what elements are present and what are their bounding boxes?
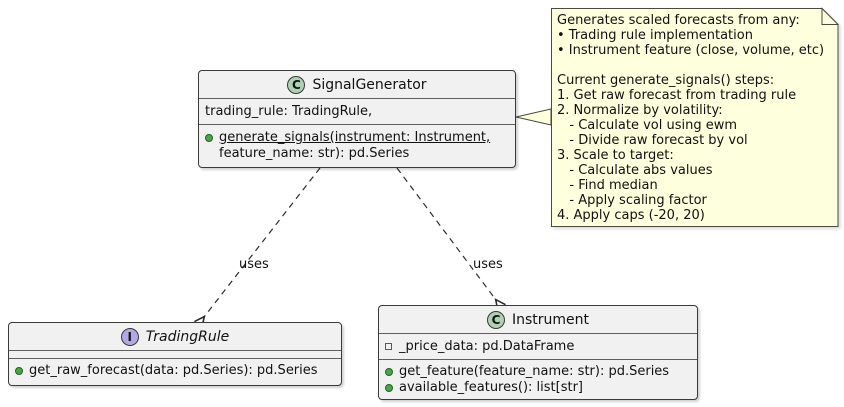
dependency-arrow-to-tradingrule xyxy=(194,167,321,328)
class-signalgenerator-header: C SignalGenerator xyxy=(199,71,515,99)
interface-stereotype-icon: I xyxy=(120,327,139,346)
public-method-icon xyxy=(385,364,399,380)
note-text: Generates scaled forecasts from any: • T… xyxy=(557,13,833,223)
private-field-icon xyxy=(385,339,399,355)
note-line: 2. Normalize by volatility: xyxy=(557,103,723,118)
note-line: - Apply scaling factor xyxy=(557,193,707,208)
note-line: - Calculate abs values xyxy=(557,163,713,178)
method-available-features-text: available_features(): list[str] xyxy=(399,380,583,395)
class-signalgenerator-attributes: trading_rule: TradingRule, xyxy=(199,99,515,125)
note-line: 4. Apply caps (-20, 20) xyxy=(557,208,705,223)
note-line: Current generate_signals() steps: xyxy=(557,73,775,88)
method-get-feature-text: get_feature(feature_name: str): pd.Serie… xyxy=(399,364,670,379)
note-line: 3. Scale to target: xyxy=(557,148,674,163)
method-available-features: available_features(): list[str] xyxy=(385,380,691,396)
note xyxy=(551,7,840,227)
interface-tradingrule-attributes xyxy=(9,351,341,359)
interface-tradingrule-methods: get_raw_forecast(data: pd.Series): pd.Se… xyxy=(9,359,341,379)
interface-name: TradingRule xyxy=(145,328,230,345)
note-line: - Find median xyxy=(557,178,658,193)
method-get-raw-forecast: get_raw_forecast(data: pd.Series): pd.Se… xyxy=(15,363,335,379)
interface-tradingrule-header: I TradingRule xyxy=(9,323,341,351)
class-stereotype-letter: C xyxy=(292,77,301,92)
dependency-arrow-to-instrument xyxy=(396,167,506,311)
class-stereotype-icon: C xyxy=(486,310,505,329)
class-stereotype-letter: C xyxy=(491,312,501,327)
class-instrument: C Instrument _price_data: pd.DataFrame g… xyxy=(378,305,698,400)
public-method-icon xyxy=(385,380,399,396)
method-get-feature: get_feature(feature_name: str): pd.Serie… xyxy=(385,364,691,380)
class-signalgenerator-methods: generate_signals(instrument: Instrument,… xyxy=(199,125,515,162)
note-line: Generates scaled forecasts from any: xyxy=(557,13,800,28)
attribute-trading-rule: trading_rule: TradingRule, xyxy=(205,104,373,119)
edge-label-uses-right: uses xyxy=(473,257,503,272)
note-line: 1. Get raw forecast from trading rule xyxy=(557,88,797,103)
class-signalgenerator: C SignalGenerator trading_rule: TradingR… xyxy=(198,70,516,168)
note-body xyxy=(551,8,839,227)
class-instrument-methods: get_feature(feature_name: str): pd.Serie… xyxy=(379,360,697,396)
note-line: - Divide raw forecast by vol xyxy=(557,133,748,148)
note-fold-corner-icon xyxy=(821,7,840,25)
edge-label-uses-left: uses xyxy=(239,257,269,272)
class-instrument-attributes: _price_data: pd.DataFrame xyxy=(379,334,697,360)
method-get-raw-forecast-text: get_raw_forecast(data: pd.Series): pd.Se… xyxy=(29,363,318,378)
class-name: SignalGenerator xyxy=(312,76,427,93)
note-line: - Calculate vol using ewm xyxy=(557,118,738,133)
note-line xyxy=(557,58,833,73)
method-generate-signals-line1: generate_signals(instrument: Instrument, xyxy=(219,130,491,145)
class-instrument-header: C Instrument xyxy=(379,306,697,334)
class-stereotype-icon: C xyxy=(287,75,306,94)
method-generate-signals-line2: feature_name: str): pd.Series xyxy=(219,146,410,161)
class-name: Instrument xyxy=(511,311,590,328)
method-generate-signals: generate_signals(instrument: Instrument, xyxy=(205,130,509,146)
public-method-icon xyxy=(205,130,219,146)
note-line: • Trading rule implementation xyxy=(557,28,753,43)
attribute-price-data: _price_data: pd.DataFrame xyxy=(399,339,575,354)
note-line: • Instrument feature (close, volume, etc… xyxy=(557,43,825,58)
public-method-icon xyxy=(15,363,29,379)
interface-stereotype-letter: I xyxy=(127,329,132,344)
interface-tradingrule: I TradingRule get_raw_forecast(data: pd.… xyxy=(8,322,342,386)
note-connector xyxy=(515,108,552,126)
